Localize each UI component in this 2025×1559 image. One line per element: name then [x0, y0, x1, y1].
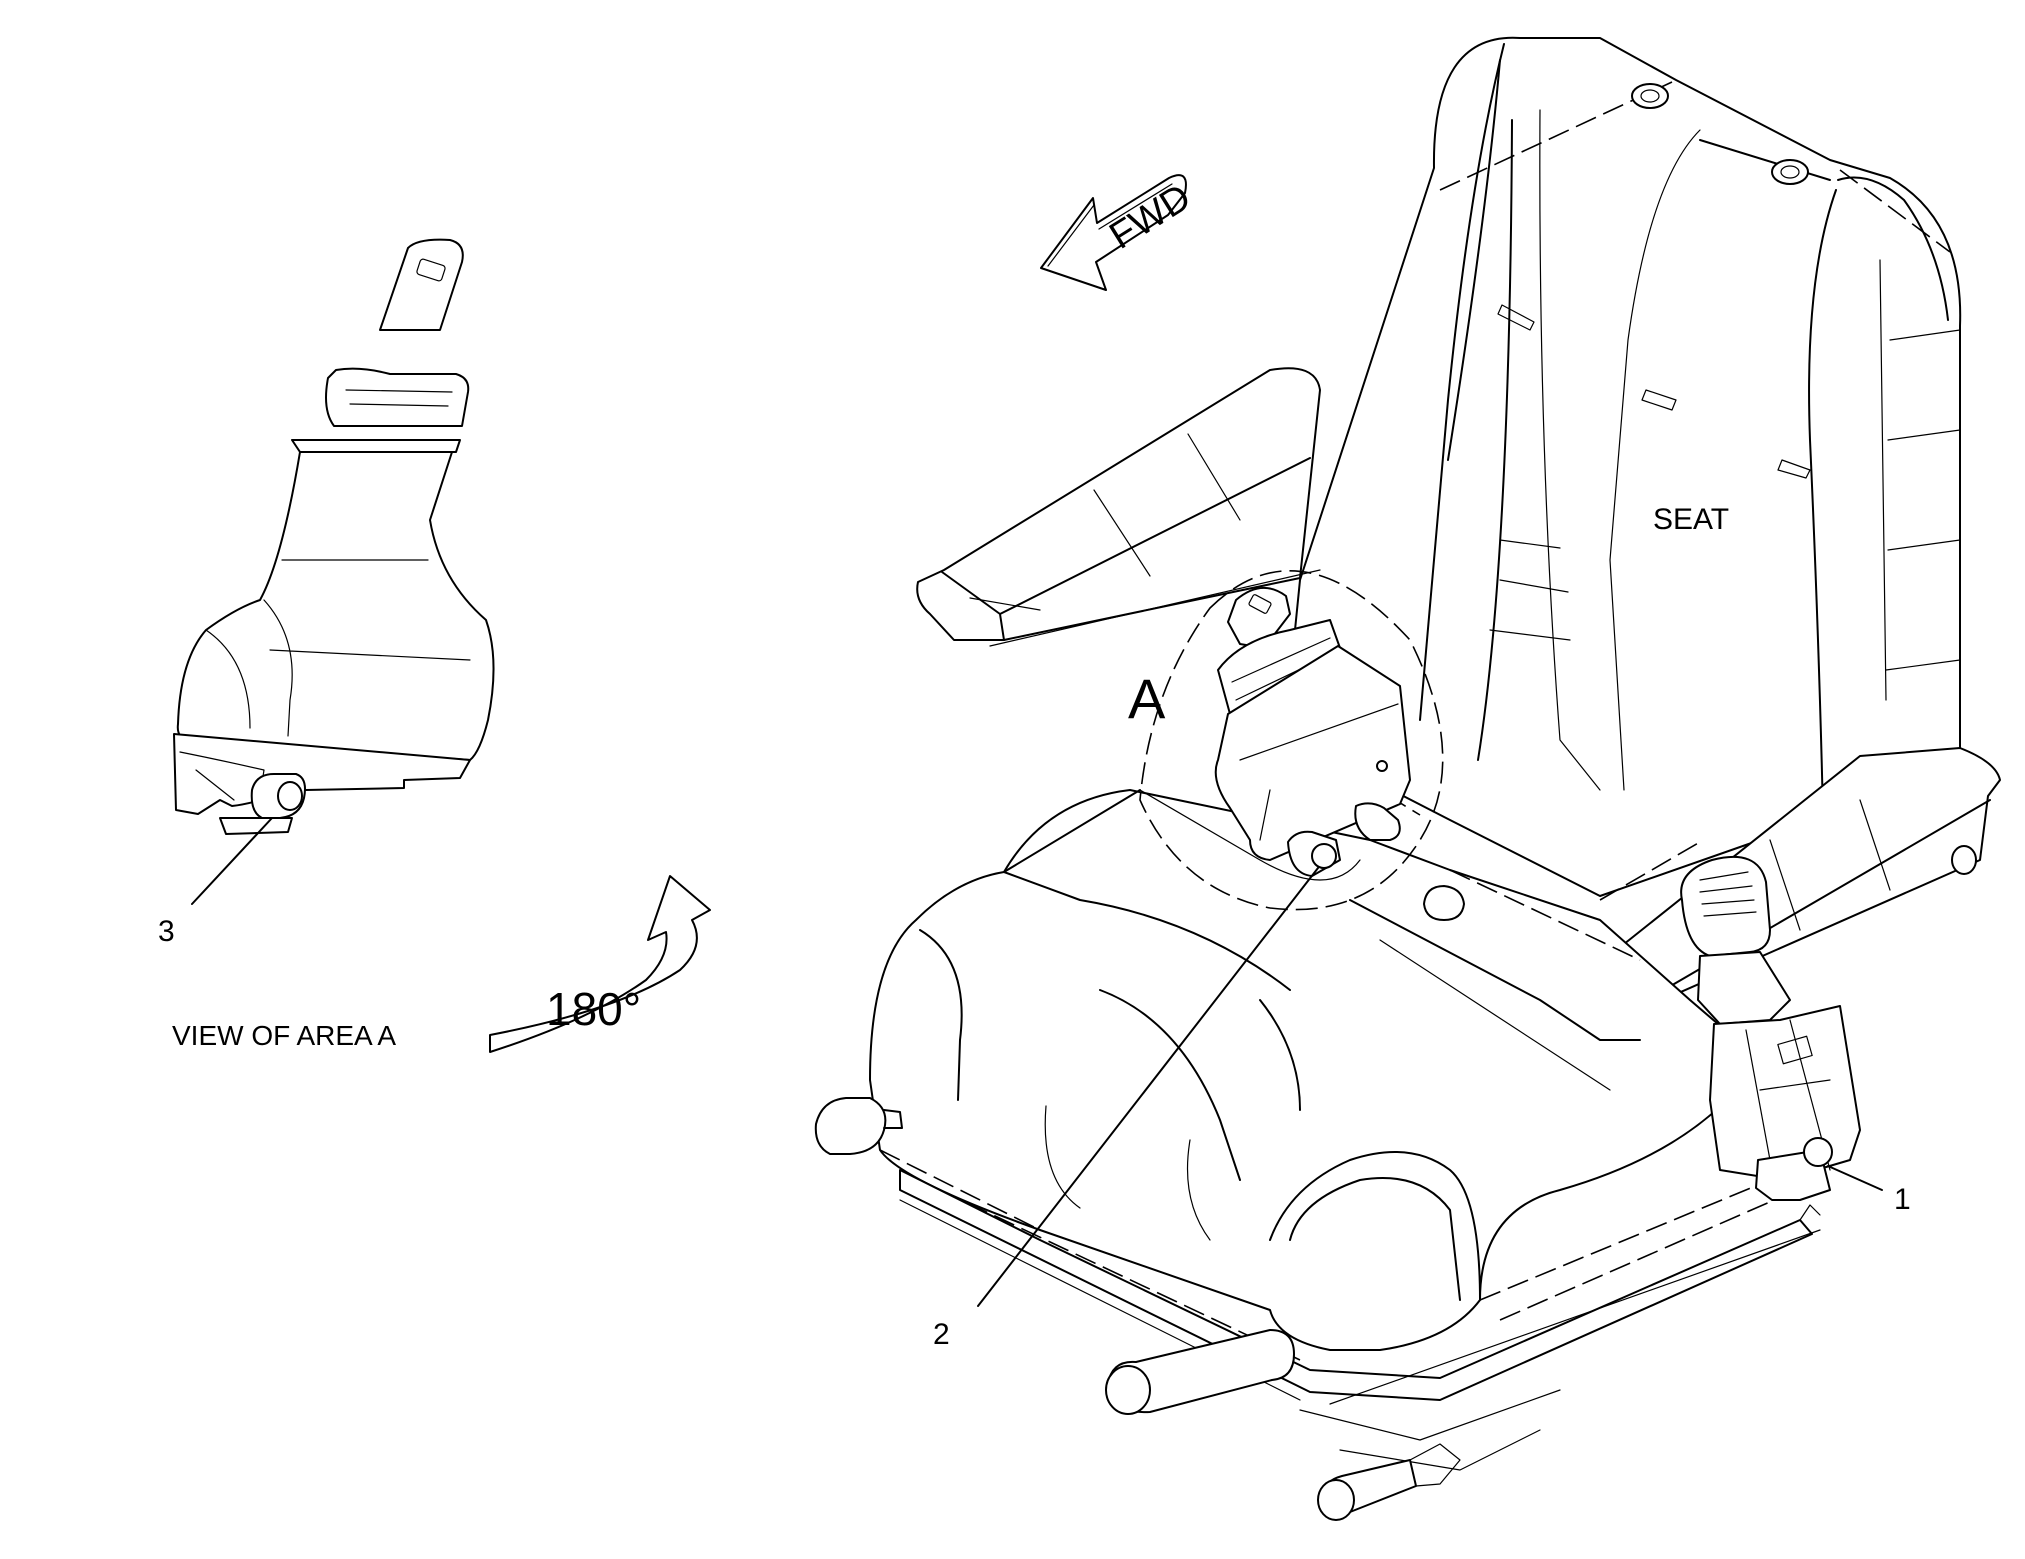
- seat-label: SEAT: [1653, 503, 1729, 536]
- callout-1-number: 1: [1894, 1183, 1911, 1216]
- detail-view-buckle: [173, 238, 495, 835]
- callout-2: 2: [933, 867, 1319, 1351]
- callout-2-number: 2: [933, 1318, 950, 1351]
- area-a-label: A: [1128, 667, 1166, 730]
- rotation-label: 180°: [546, 983, 641, 1035]
- callout-1: 1: [1827, 1165, 1911, 1216]
- area-a-detail: [1139, 569, 1444, 911]
- mounting-knob: [1423, 885, 1465, 921]
- right-buckle-receiver: [1680, 855, 1861, 1201]
- rotation-arrow-icon: 180°: [489, 875, 711, 1053]
- fwd-arrow-icon: FWD: [1040, 174, 1198, 291]
- callout-3: 3: [158, 817, 273, 948]
- callout-3-number: 3: [158, 915, 175, 948]
- view-of-area-a-label: VIEW OF AREA A: [172, 1020, 396, 1051]
- operator-seat: [814, 36, 2001, 1521]
